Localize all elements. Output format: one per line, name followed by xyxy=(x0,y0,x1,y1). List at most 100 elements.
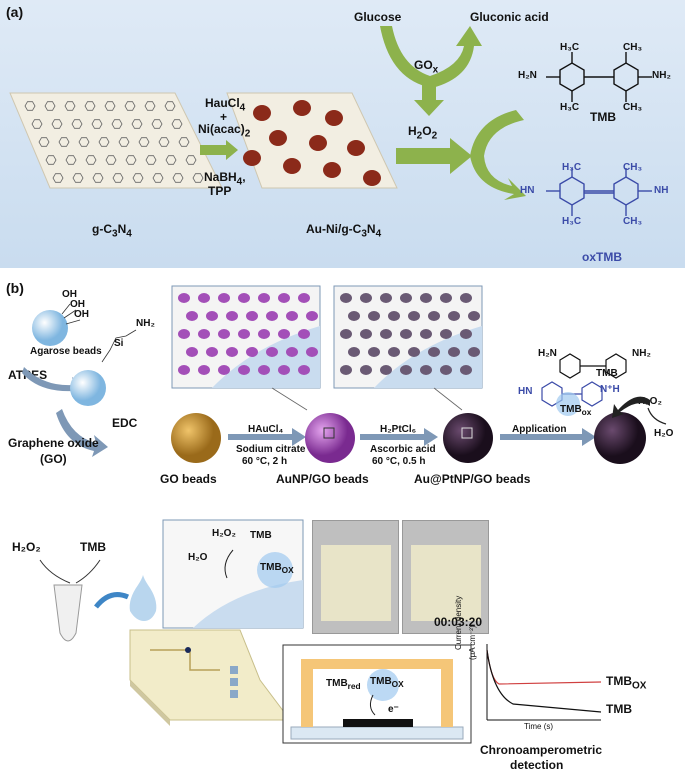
nanoparticle xyxy=(348,347,360,357)
nanoparticle xyxy=(266,311,278,321)
nanoparticle xyxy=(178,365,190,375)
hex-ring xyxy=(44,101,56,111)
nanoparticle xyxy=(178,329,190,339)
c-ylabel-2: (μA cm⁻²) xyxy=(468,625,477,660)
nanoparticle xyxy=(440,293,452,303)
gc3n4-sheet xyxy=(9,92,223,189)
nanoparticle xyxy=(246,311,258,321)
hex-ring xyxy=(144,101,156,111)
hex-ring xyxy=(165,155,177,165)
nanoparticle xyxy=(298,365,310,375)
hex-ring xyxy=(132,173,144,183)
trace-tmbox xyxy=(486,649,602,685)
nanoparticle xyxy=(198,365,210,375)
oxtmb-ch3-top: CH₃ xyxy=(623,162,643,173)
hex-ring xyxy=(192,173,204,183)
hex-ring xyxy=(91,119,103,129)
reagent-haucl4: HauCl4 xyxy=(205,96,246,114)
nanoparticle xyxy=(206,311,218,321)
app-tmbox: TMBox xyxy=(560,404,592,417)
label-gluconic-acid: Gluconic acid xyxy=(470,10,549,24)
hex-ring xyxy=(72,173,84,183)
hex-ring xyxy=(164,101,176,111)
nanoparticle xyxy=(340,329,352,339)
nanoparticle xyxy=(400,329,412,339)
nanoparticle xyxy=(266,347,278,357)
nanoparticle xyxy=(408,311,420,321)
nanoparticle xyxy=(206,347,218,357)
nanoparticle xyxy=(278,365,290,375)
reagent-plus: + xyxy=(220,110,228,124)
nanoparticle xyxy=(468,347,480,357)
hex-ring xyxy=(71,119,83,129)
auni-particle xyxy=(253,105,271,121)
hex-ring xyxy=(38,137,50,147)
app-tmb-structure xyxy=(541,353,627,416)
nanoparticle xyxy=(460,365,472,375)
label-h2o2-a: H2O2 xyxy=(408,124,438,142)
nanoparticle xyxy=(420,329,432,339)
c-tmb-ox2: TMBOX xyxy=(370,676,404,689)
hex-ring xyxy=(125,155,137,165)
hex-ring xyxy=(51,119,63,129)
auni-particle xyxy=(269,130,287,146)
nanoparticle xyxy=(298,293,310,303)
nanoparticle xyxy=(380,329,392,339)
label-gox: GOx xyxy=(414,58,439,76)
arrow-b3 xyxy=(500,428,596,446)
auni-particle xyxy=(283,158,301,174)
nanoparticle xyxy=(368,347,380,357)
hex-ring xyxy=(105,155,117,165)
app-cycle-arrow xyxy=(612,396,667,425)
hex-ring xyxy=(98,137,110,147)
nanoparticle xyxy=(460,293,472,303)
nanoparticle xyxy=(258,293,270,303)
nanoparticle xyxy=(400,293,412,303)
hex-ring xyxy=(111,119,123,129)
oh-3: OH xyxy=(74,309,89,320)
c-inset-tmb: TMB xyxy=(250,530,272,541)
oxtmb-ch3-bot: CH₃ xyxy=(623,216,643,227)
nanoparticle xyxy=(388,347,400,357)
oh-2: OH xyxy=(70,299,85,310)
tmb-label-a: TMB xyxy=(590,110,616,124)
hex-ring xyxy=(24,101,36,111)
nanoparticle xyxy=(428,347,440,357)
nanoparticle xyxy=(286,311,298,321)
nanoparticle xyxy=(218,293,230,303)
hex-ring xyxy=(145,155,157,165)
nanoparticle xyxy=(380,365,392,375)
hex-ring xyxy=(104,101,116,111)
nanoparticle xyxy=(178,293,190,303)
hex-ring xyxy=(158,137,170,147)
label-glucose: Glucose xyxy=(354,10,402,24)
nanoparticle xyxy=(258,329,270,339)
silane-linker xyxy=(101,329,137,363)
hex-ring xyxy=(151,119,163,129)
hex-ring xyxy=(65,155,77,165)
nanoparticle xyxy=(440,365,452,375)
arrow-a2 xyxy=(396,110,526,200)
panel-b-label: (b) xyxy=(6,280,24,296)
app-h2o: H₂O xyxy=(654,428,674,439)
hex-ring xyxy=(172,173,184,183)
auni-sheet xyxy=(226,92,398,189)
nanoparticle xyxy=(186,311,198,321)
nanoparticle xyxy=(408,347,420,357)
hex-ring xyxy=(112,173,124,183)
oh-1: OH xyxy=(62,289,77,300)
hex-ring xyxy=(58,137,70,147)
application-label: Application xyxy=(512,424,567,435)
tmb-nh2: NH₂ xyxy=(652,70,671,81)
nanoparticle xyxy=(238,293,250,303)
nanoparticle xyxy=(340,293,352,303)
oxtmb-h3c-top: H₃C xyxy=(562,162,582,173)
c-series-tmb: TMB xyxy=(606,702,632,716)
nanoparticle xyxy=(420,365,432,375)
reagent-tpp: TPP xyxy=(208,184,232,198)
nanoparticle xyxy=(218,365,230,375)
arrow-a1 xyxy=(200,140,238,160)
tmb-structure xyxy=(546,52,652,102)
au-go-beads-label: AuNP/GO beads xyxy=(276,472,369,486)
hex-ring xyxy=(185,155,197,165)
